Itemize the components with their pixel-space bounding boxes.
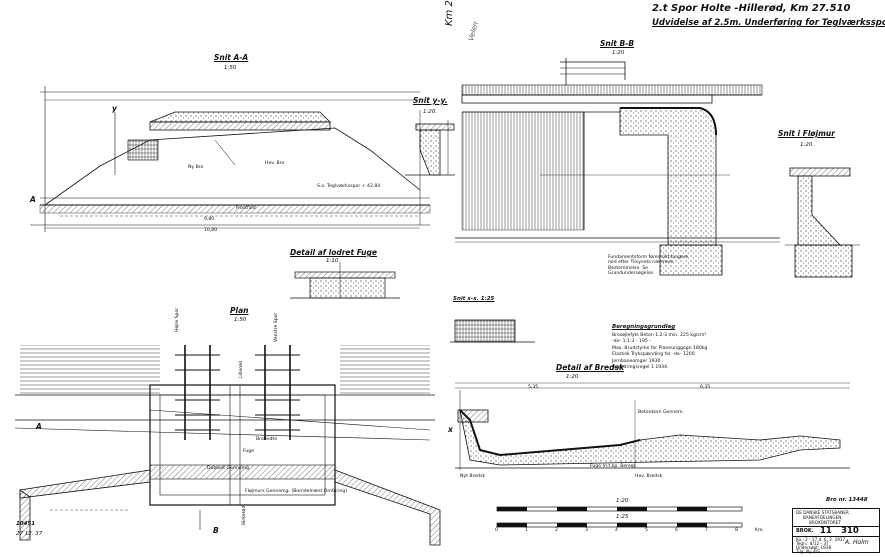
- stamp-row-4: Tilg. Ny A/S: [796, 549, 820, 554]
- snit-yy-title: Snit y-y.: [413, 96, 448, 105]
- section-xx-view: [450, 319, 535, 343]
- litra-b-plan: B: [213, 526, 219, 535]
- section-yy-view: [405, 120, 455, 176]
- snit-aa-scale: 1:50: [224, 65, 237, 71]
- label-lillerod: Lillerød: [239, 361, 244, 378]
- bredsk-scale: 1:20: [566, 374, 579, 380]
- section-aa-view: [30, 86, 431, 232]
- scalebar-tick: 3: [585, 528, 588, 533]
- beregning-row: -do- 1:1:3 - 195 -: [612, 339, 651, 345]
- litra-a-plan: A: [36, 422, 42, 431]
- km-margin-note: Km 27.310: [444, 0, 455, 26]
- scalebar-tick: 6: [675, 528, 678, 533]
- plan-title: Plan: [230, 306, 249, 315]
- scalebar-bottom-label: 1:25: [616, 514, 629, 520]
- snit-bb-scale: 1:20: [612, 50, 625, 56]
- label-fuge-note: Fuge m.t.kp. Beregl.: [590, 464, 637, 469]
- scalebar-tick: 4: [615, 528, 618, 533]
- label-fuge: Fuge: [243, 449, 255, 454]
- snit-flojmur-scale: 1:20.: [800, 142, 815, 148]
- label-teglvaerk: S.o. Teglværksspor + 42,84: [317, 184, 381, 189]
- title-line-2: Udvidelse af 2.5m. Underføring for Teglv…: [652, 18, 885, 28]
- label-dim-bredde2: 6,35: [700, 385, 711, 390]
- bredsk-title: Detail af Bredsk: [556, 363, 624, 372]
- stamp-row-3: Undersøgt: 1938: [796, 545, 832, 550]
- scalebar-top-label: 1:20: [616, 498, 629, 504]
- detail-bredsk-view: [455, 382, 850, 470]
- scalebar-tick: 2: [555, 528, 558, 533]
- litra-a-left: A: [30, 195, 36, 204]
- label-ny-bro: Ny Bro: [188, 165, 204, 170]
- snit-yy-scale: 1:20.: [423, 109, 438, 115]
- litra-x: x: [448, 425, 453, 434]
- beregning-title: Beregningsgrundlag: [612, 324, 676, 330]
- beregning-row: Brosøjlefyts Beton 1:2:3 min. 225 kg/cm²: [612, 332, 707, 338]
- snit-bb-title: Snit B-B: [600, 39, 635, 48]
- scalebar-tick: 1: [525, 528, 528, 533]
- beregning-row: Elastisk Trykspænding for -do- 1200: [612, 352, 695, 358]
- label-nyt-bredsk: Nyt Bredsk: [460, 474, 486, 479]
- label-betonkorn: Betonkorn Gennem.: [638, 410, 684, 415]
- title-line-1: 2.t Spor Holte -Hillerød, Km 27.510: [652, 3, 851, 14]
- detail-fuge-view: [290, 262, 400, 299]
- stamp-brok-b: 310: [841, 526, 859, 536]
- beregning-row: Spøndringsregel 1 1934.: [612, 365, 669, 371]
- section-bb-view: [455, 58, 780, 276]
- scalebar-tick: 7: [705, 528, 708, 533]
- scalebar-tick: 8: [735, 528, 738, 533]
- plan-scale: 1:50: [234, 317, 247, 323]
- label-flojmur-gennemgang: Fløjmurs Gennemg. (Bomdelnæst Omføring): [245, 489, 348, 494]
- fuge-title: Detail af lodret Fuge: [290, 248, 377, 257]
- snit-flojmur-title: Snit i Fløjmur: [778, 129, 835, 138]
- label-hov-bredsk: Hov. Bredsk: [635, 474, 663, 479]
- fuge-scale: 1:10.: [326, 258, 341, 264]
- sheet-number: 10451: [16, 521, 36, 527]
- stamp-signature: A. Holm: [845, 539, 869, 546]
- stamp-row-1: Ko.: 2 - 37 d. 6. 2. 1937: [796, 537, 846, 542]
- stamp-sub: BROKONTORET: [809, 520, 841, 525]
- plan-view: [14, 345, 441, 546]
- stamp-dept: BANEAFDELINGEN: [803, 515, 842, 520]
- beregning-row: Max. Brudstyrke for Planeunggogn 180kg: [612, 345, 708, 351]
- label-dim-bredde: 5,35: [528, 385, 539, 390]
- beregning-row: Jernbaneomger 1930.: [612, 358, 662, 364]
- snit-xx-title: Snit x-x. 1:25: [453, 296, 495, 302]
- label-dobbelt-gennemgang: Dobbelt Gennemg.: [207, 466, 251, 471]
- scalebar-tick: 5: [645, 528, 648, 533]
- stamp-brok-label: BROK.: [796, 528, 814, 534]
- label-frostfald: Frostfald: [236, 206, 256, 211]
- stamp-brok-a: 11: [820, 526, 832, 536]
- section-flojmur-view: [785, 167, 860, 278]
- label-birkerod: Birkerød: [242, 505, 247, 525]
- label-venstre-spor: Venstre Spor: [274, 312, 279, 342]
- label-bromidte: Bromidte: [256, 437, 278, 442]
- stamp-row-2: Tegn.: 8/12 - 37: [796, 541, 829, 546]
- label-dim-total: 10,80: [204, 228, 218, 233]
- label-hojre-spor: Højre Spor: [175, 307, 180, 332]
- label-hov-bro: Hov. Bro: [265, 161, 285, 166]
- bro-number: Bro nr. 13448: [826, 497, 868, 503]
- litra-y: y: [112, 104, 117, 113]
- beregning-block: Beregningsgrundlag Brosøjlefyts Beton 1:…: [612, 324, 772, 371]
- snit-aa-title: Snit A-A: [214, 53, 249, 62]
- stamp-org: DE DANSKE STATSBANER: [796, 510, 849, 515]
- label-dim-left: 9,80: [204, 217, 215, 222]
- scale-bars: [496, 506, 743, 528]
- sheet-date: 27 12. 37: [16, 531, 43, 537]
- scalebar-tick: 0: [495, 528, 498, 533]
- fundament-note: Fundamentsform føres sikt langere ned ef…: [608, 255, 689, 276]
- scalebar-unit: Km.: [755, 528, 764, 533]
- title-stamp: DE DANSKE STATSBANER BANEAFDELINGEN BROK…: [792, 508, 880, 554]
